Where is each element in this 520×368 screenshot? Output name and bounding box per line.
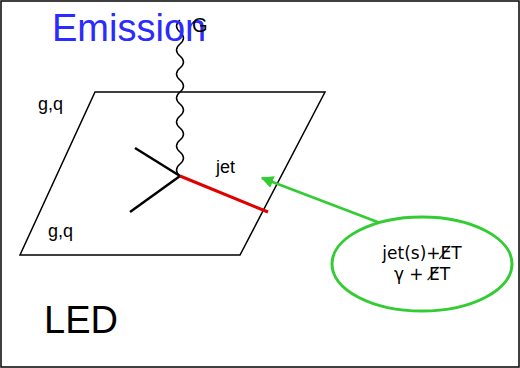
leader-arrow bbox=[262, 178, 388, 226]
parton-label: g,q bbox=[38, 95, 63, 115]
jet-line bbox=[180, 176, 268, 212]
jet-label: jet bbox=[216, 158, 235, 178]
node-text: γ + E̸T bbox=[394, 264, 450, 285]
parton-label: g,q bbox=[48, 222, 73, 242]
ellipse-node: jet(s)+E̸Tγ + E̸T bbox=[330, 215, 514, 313]
parton-line bbox=[135, 148, 180, 176]
node-text: jet(s)+E̸T bbox=[382, 243, 461, 264]
parton-line bbox=[130, 176, 180, 212]
graviton-label: G bbox=[192, 14, 208, 36]
model-label: LED bbox=[44, 300, 118, 342]
title: Emission bbox=[52, 8, 206, 50]
brane-plane bbox=[20, 92, 325, 255]
